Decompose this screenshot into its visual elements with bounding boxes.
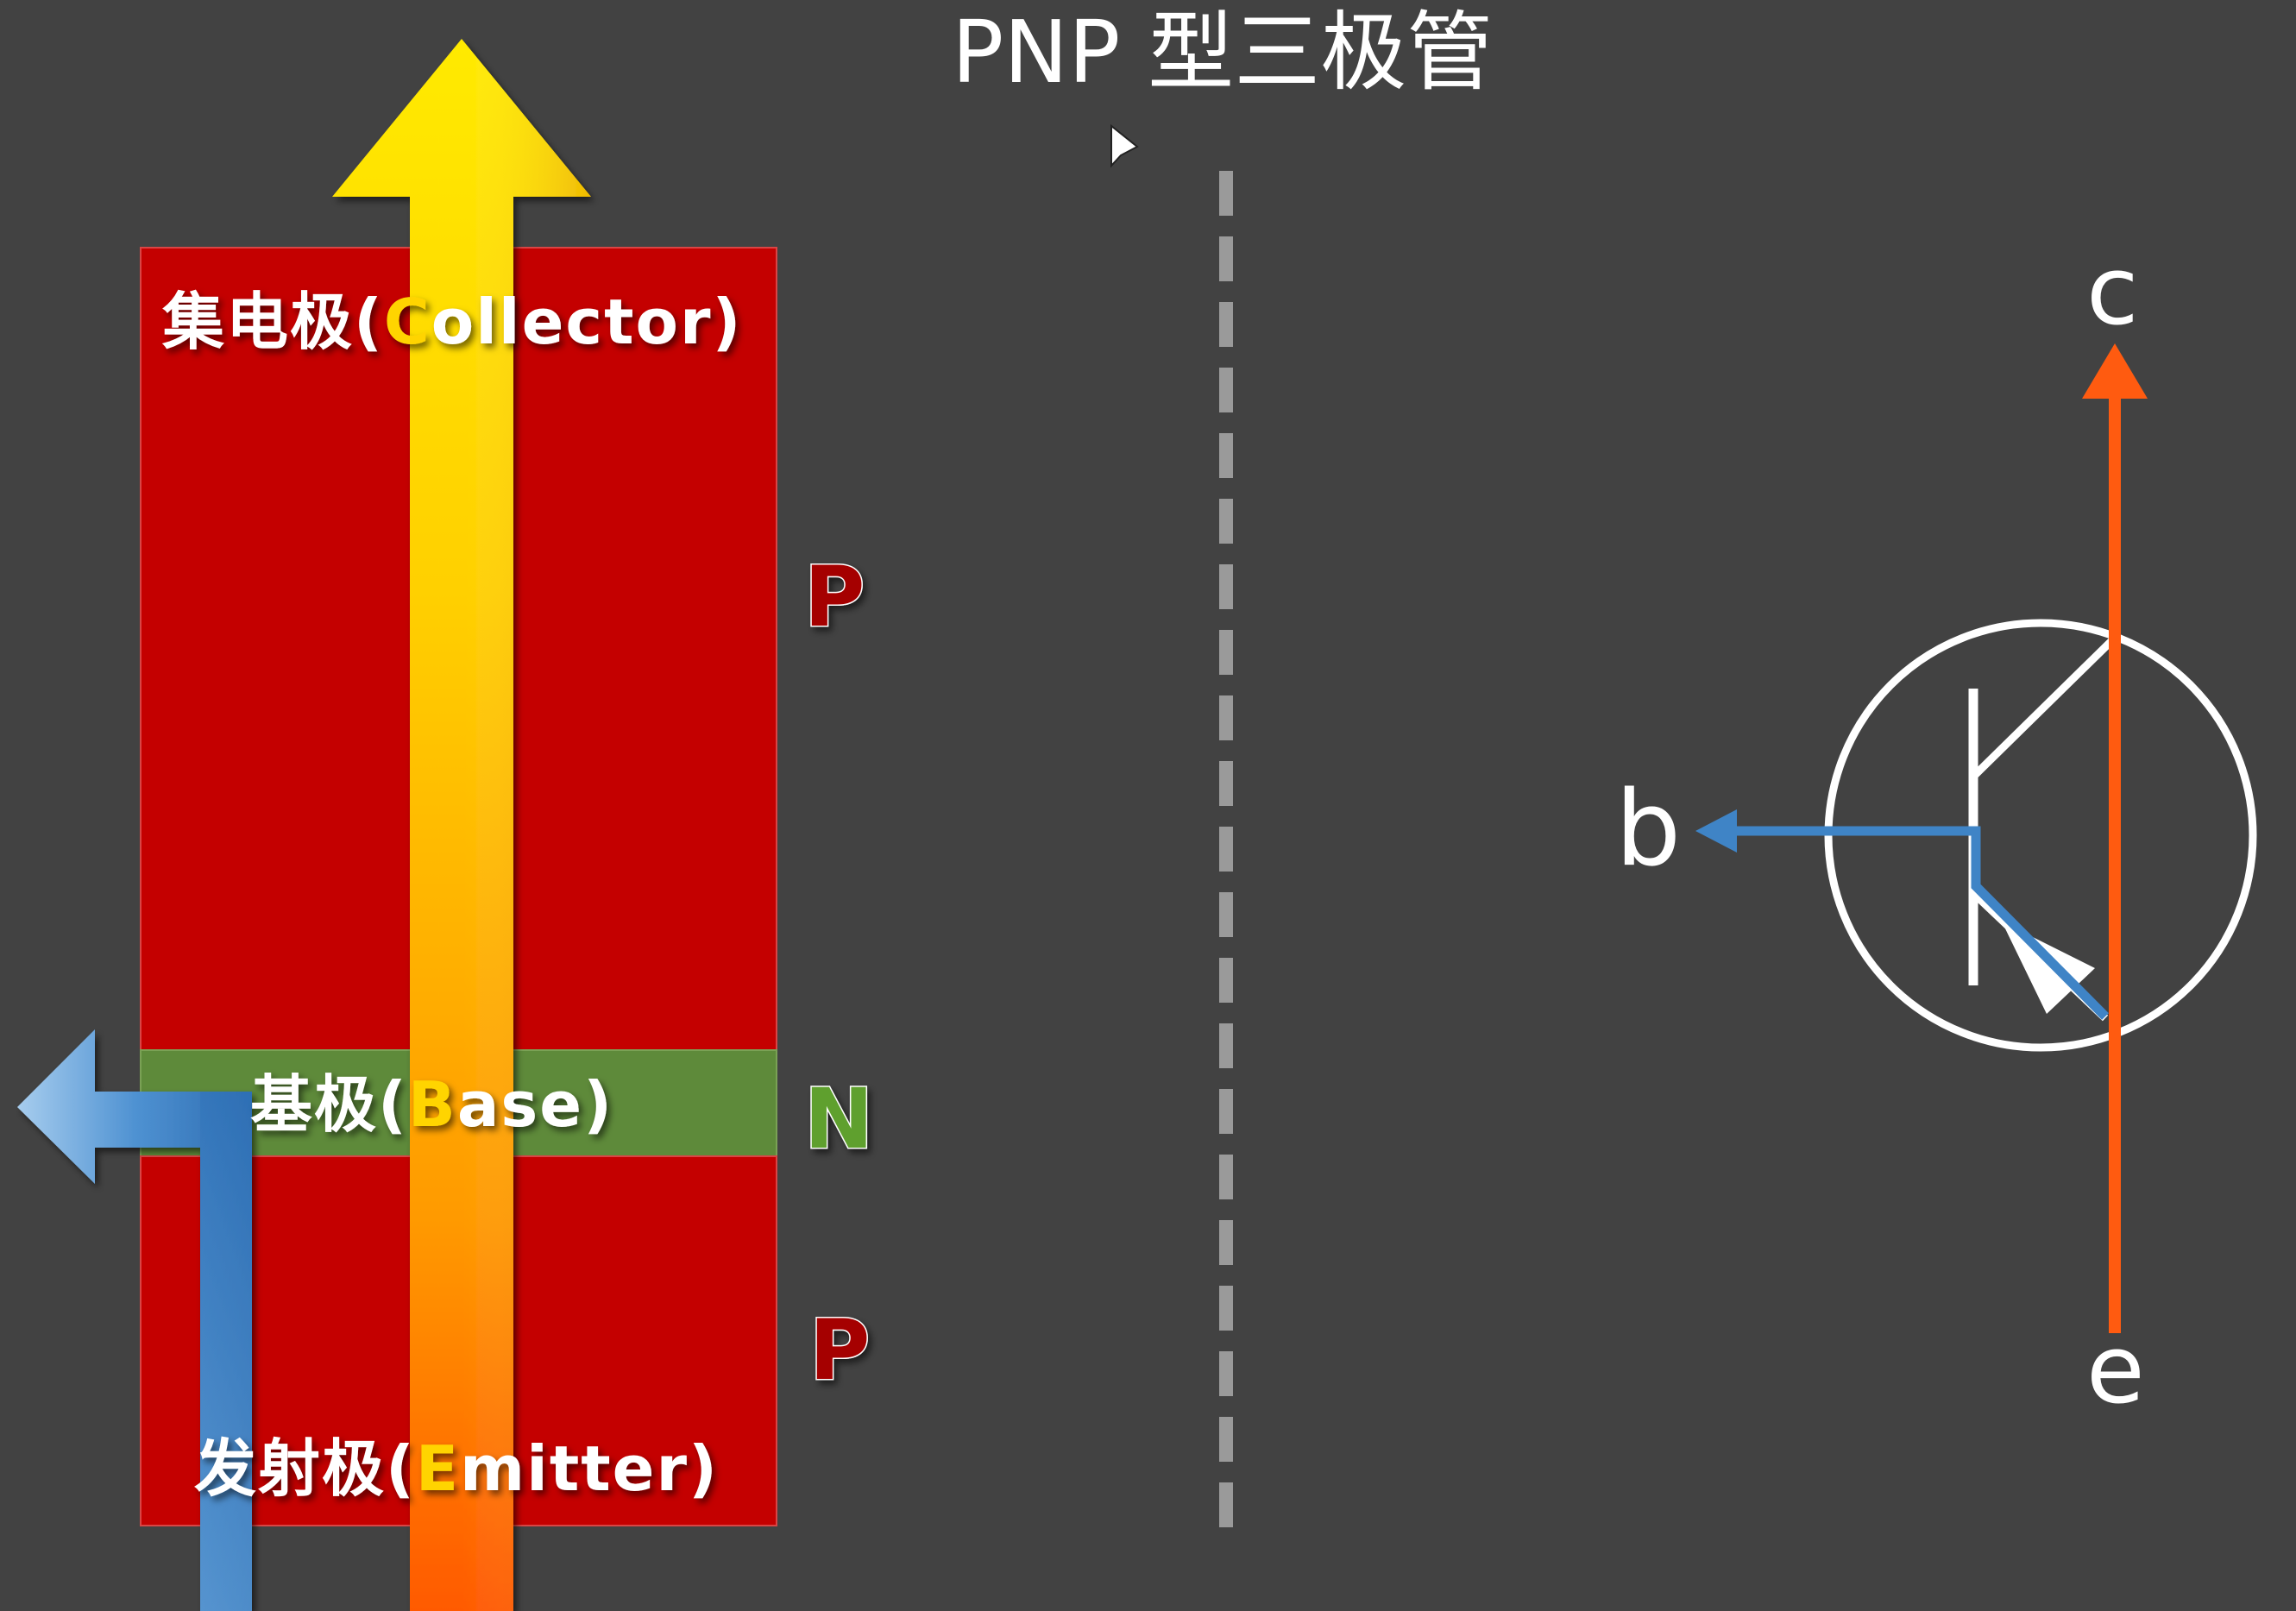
- emitter-label-rest: mitter): [460, 1432, 719, 1505]
- collector-label-letter: C: [384, 286, 431, 358]
- base-current-arrow: [17, 1029, 252, 1611]
- region-label-n: N: [804, 1071, 873, 1167]
- region-labels: P N P: [803, 548, 875, 1400]
- terminal-label-b: b: [1615, 770, 1681, 890]
- svg-text:发射极(Emitter): 发射极(Emitter): [194, 1432, 719, 1505]
- emitter-collector-current-arrow: [332, 39, 591, 1611]
- transistor-symbol: c b e: [1615, 236, 2257, 1425]
- page-title: PNP 型三极管: [952, 2, 1493, 103]
- svg-text:基极(Base): 基极(Base): [250, 1068, 613, 1141]
- emitter-label-letter: E: [416, 1432, 460, 1505]
- emitter-arrow-icon: [2002, 922, 2095, 1014]
- svg-text:集电极(Collector): 集电极(Collector): [161, 286, 742, 358]
- region-label-bottom-p: P: [809, 1302, 870, 1399]
- mouse-cursor-icon: [1110, 123, 1139, 168]
- collector-current-arrowhead-icon: [2082, 343, 2148, 399]
- emitter-label-prefix: 发射极(: [194, 1432, 416, 1505]
- base-label-letter: B: [408, 1068, 457, 1141]
- collector-label-rest: ollector): [431, 286, 743, 358]
- collector-lead: [1970, 637, 2116, 780]
- emitter-layer-label: 发射极(Emitter): [194, 1432, 719, 1505]
- base-label-prefix: 基极(: [250, 1068, 408, 1141]
- region-label-top-p: P: [804, 549, 865, 645]
- collector-layer-label: 集电极(Collector): [161, 286, 742, 358]
- terminal-label-c: c: [2086, 236, 2138, 346]
- base-current-path: [1721, 826, 2109, 1020]
- base-label-rest: ase): [457, 1068, 613, 1141]
- base-current-arrowhead-icon: [1695, 809, 1737, 853]
- collector-label-prefix: 集电极(: [161, 286, 384, 358]
- base-layer-label: 基极(Base): [250, 1068, 613, 1141]
- terminal-label-e: e: [2086, 1314, 2145, 1425]
